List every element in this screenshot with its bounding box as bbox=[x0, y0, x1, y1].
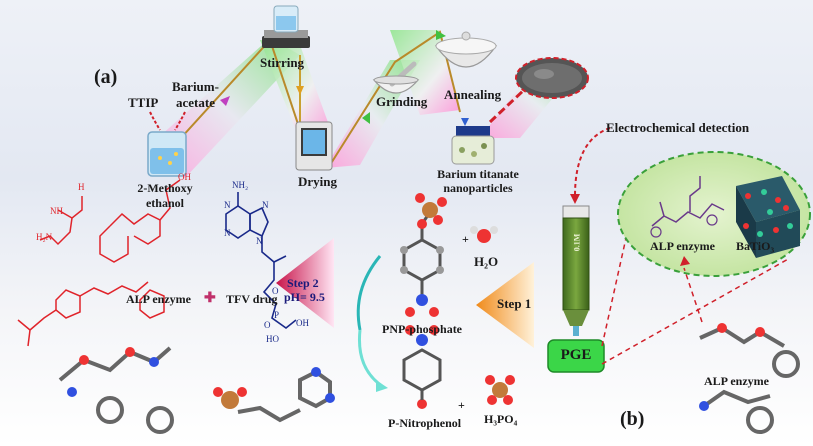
water-molecule bbox=[470, 226, 498, 243]
cycle-arrow-bottom bbox=[357, 329, 383, 388]
methoxy-label-1: 2-Methoxy bbox=[137, 181, 193, 195]
cycle-arrowhead bbox=[376, 380, 388, 392]
stirrer-icon bbox=[262, 5, 310, 48]
alp-3d-right bbox=[699, 323, 800, 434]
atom-n1: N bbox=[224, 200, 231, 210]
plus-icon: ✚ bbox=[204, 291, 216, 306]
h2o-label: H₂O bbox=[474, 254, 499, 269]
stirring-label: Stirring bbox=[260, 55, 305, 70]
tfv-drug-label: TFV drug bbox=[226, 292, 278, 306]
p-nitrophenol-structure bbox=[402, 325, 442, 409]
pge-link-1 bbox=[601, 201, 635, 347]
beaker-icon bbox=[147, 131, 187, 177]
barium-acetate-label-2: acetate bbox=[176, 95, 215, 110]
sem-connector-1 bbox=[488, 88, 526, 124]
atom-oh2: OH bbox=[178, 172, 191, 182]
precursor-arrow-1 bbox=[149, 111, 161, 131]
electrochem-arrowhead bbox=[570, 194, 580, 204]
step2-triangle bbox=[276, 238, 334, 328]
product-label-2: nanoparticles bbox=[443, 181, 513, 195]
ellipse-alp-label: ALP enzyme bbox=[650, 239, 715, 253]
atom-h2n: H₂N bbox=[36, 232, 53, 242]
annealing-label: Annealing bbox=[444, 87, 502, 102]
atom-oh: OH bbox=[296, 318, 309, 328]
tfv-3d bbox=[213, 367, 335, 423]
drying-label: Drying bbox=[298, 174, 337, 189]
atom-n4: N bbox=[256, 236, 263, 246]
atom-nh2: NH₂ bbox=[232, 180, 249, 190]
enzyme-up-arrow bbox=[683, 267, 703, 323]
atom-nh: NH bbox=[50, 206, 63, 216]
panel-a-label: (a) bbox=[94, 66, 118, 88]
tfv-structure bbox=[225, 192, 297, 330]
alp-bottom-label: ALP enzyme bbox=[704, 374, 769, 388]
ttip-label: TTIP bbox=[128, 95, 159, 110]
electrochem-arrow bbox=[574, 127, 611, 197]
step2-label: Step 2 bbox=[287, 276, 319, 290]
p-nitrophenol-label: P-Nitrophenol bbox=[388, 416, 462, 430]
arrow-marker-3 bbox=[362, 112, 370, 124]
electrode-text: 0.1M bbox=[572, 233, 582, 252]
pnp-phosphate-atoms bbox=[400, 193, 447, 317]
atom-p: P bbox=[274, 310, 280, 320]
alp-enzyme-label: ALP enzyme bbox=[126, 292, 191, 306]
step1-label: Step 1 bbox=[497, 296, 532, 311]
precursor-arrow-2 bbox=[174, 111, 186, 131]
atom-ho: HO bbox=[266, 334, 279, 344]
pge-label: PGE bbox=[560, 347, 592, 363]
step2-ph-label: pH= 9.5 bbox=[284, 290, 325, 304]
mortar-icon bbox=[372, 61, 420, 94]
electrochem-label: Electrochemical detection bbox=[606, 120, 750, 135]
oven-icon bbox=[295, 121, 333, 171]
electrode-icon bbox=[562, 205, 590, 336]
pge-box bbox=[547, 339, 605, 373]
alp-3d-left bbox=[58, 346, 174, 434]
arrow-marker-5 bbox=[461, 118, 469, 126]
plus-label-2: + bbox=[458, 398, 465, 412]
grinding-label: Grinding bbox=[376, 94, 428, 109]
batio3-crystal bbox=[736, 176, 800, 258]
plus-label-1: + bbox=[462, 232, 469, 246]
atom-n3: N bbox=[262, 200, 269, 210]
step1-triangle bbox=[476, 262, 534, 348]
pnp-phosphate-label: PNP-phosphate bbox=[382, 322, 463, 336]
cycle-arrow-top bbox=[356, 255, 382, 331]
alp-enzyme-structure bbox=[17, 179, 181, 347]
enzyme-up-arrowhead bbox=[680, 256, 690, 266]
crucible-icon bbox=[434, 31, 498, 68]
arrow-marker-1 bbox=[220, 96, 230, 106]
ribbon-1 bbox=[150, 38, 300, 178]
atom-h: H bbox=[78, 182, 85, 192]
methoxy-label-2: ethanol bbox=[145, 196, 184, 210]
batio3-label: BaTiO₃ bbox=[736, 239, 775, 253]
arrow-marker-2 bbox=[296, 86, 304, 95]
nanoparticle-vial-icon bbox=[451, 126, 495, 165]
arrow-marker-4 bbox=[436, 30, 446, 40]
atom-o2: O bbox=[264, 320, 271, 330]
product-label-1: Barium titanate bbox=[437, 167, 519, 181]
atom-o1: O bbox=[272, 286, 279, 296]
enzyme-sketch bbox=[651, 176, 725, 227]
barium-acetate-label-1: Barium- bbox=[172, 79, 219, 94]
atom-n2: N bbox=[224, 228, 231, 238]
h3po4-molecule bbox=[485, 375, 515, 405]
sem-image bbox=[515, 57, 589, 99]
h3po4-label: H₃PO₄ bbox=[484, 412, 518, 426]
panel-b-label: (b) bbox=[620, 408, 645, 430]
